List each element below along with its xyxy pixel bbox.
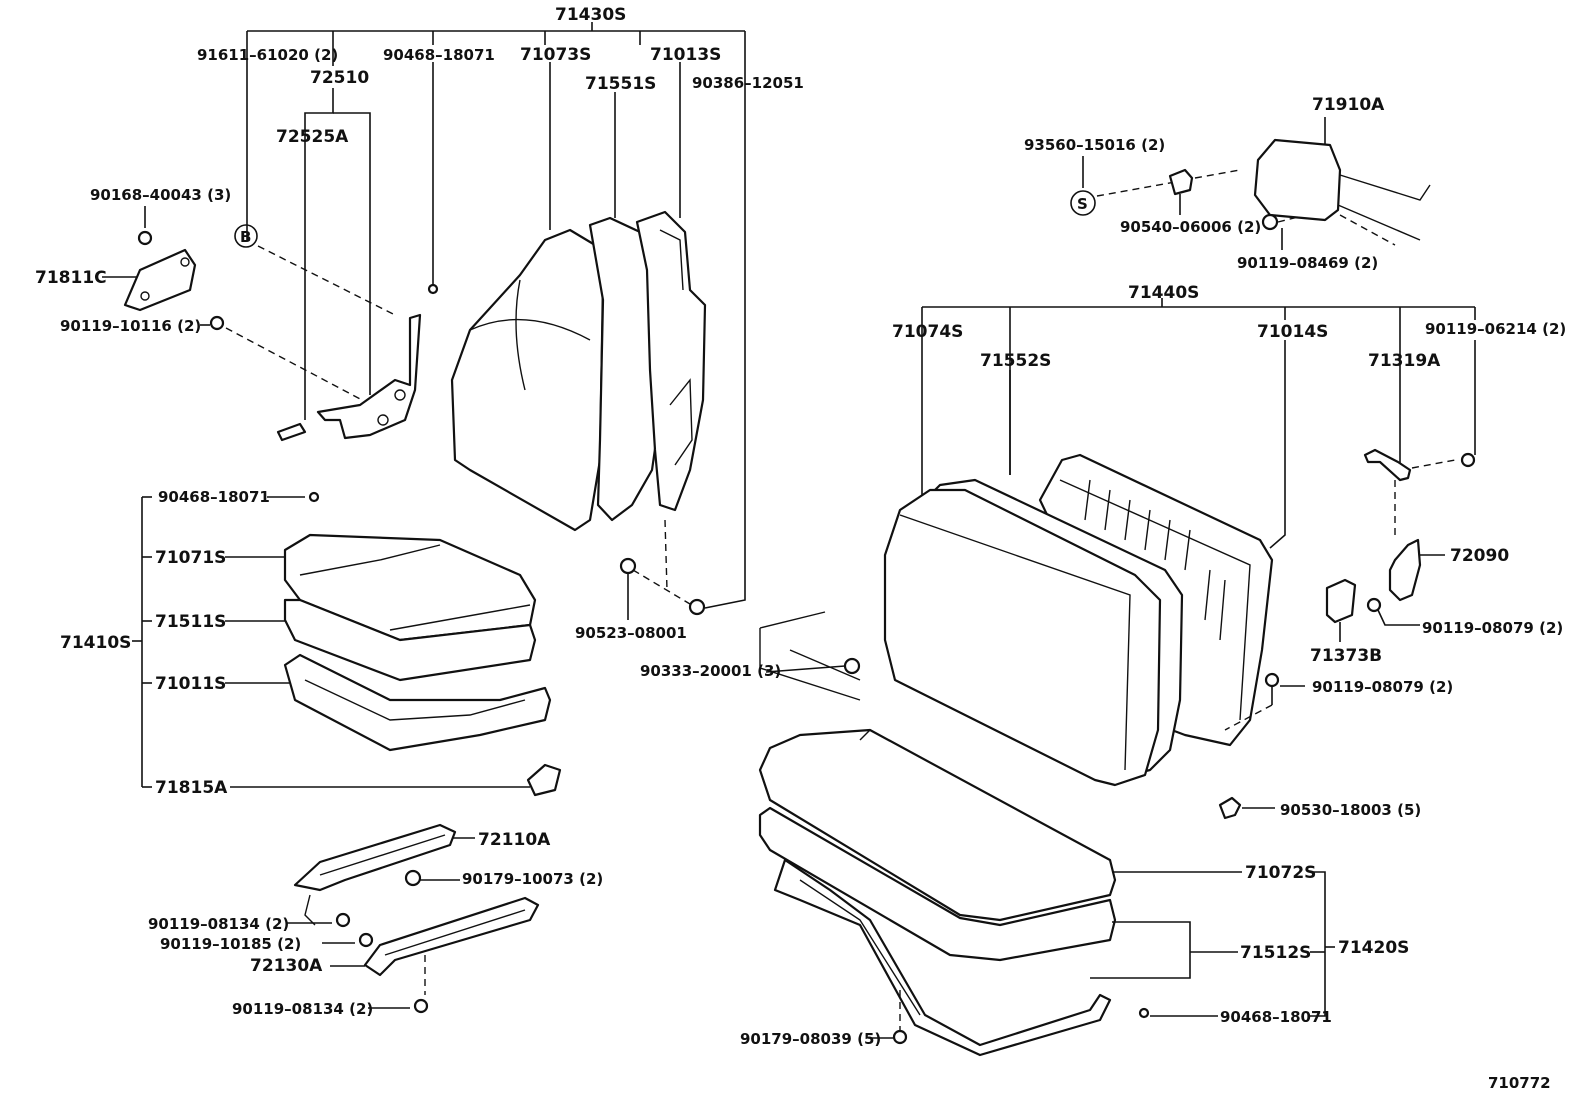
seat-frame-71011S	[283, 653, 552, 752]
label-90468-18071-bot: 90468–18071	[1220, 1008, 1332, 1026]
leader-lines-71420S	[1090, 871, 1335, 1017]
clip-90468-bot-icon	[1138, 1007, 1150, 1019]
bolt-90119-08134-a-icon	[335, 912, 351, 928]
label-S: S	[1077, 195, 1088, 213]
seatback-frame-71013S	[635, 210, 707, 512]
bolt-90119-06214-icon	[1460, 452, 1476, 468]
leader-lines-71410S	[132, 496, 530, 788]
nut-90179-10073-icon	[404, 869, 422, 887]
seatback-pad-71551S	[588, 216, 664, 522]
headrest-71910A	[1253, 138, 1342, 222]
label-72110A: 72110A	[478, 830, 551, 850]
label-93560-15016: 93560–15016 (2)	[1024, 136, 1165, 154]
label-72525A: 72525A	[276, 127, 349, 147]
label-B: B	[240, 228, 251, 246]
label-71073S: 71073S	[520, 45, 591, 65]
label-71410S: 71410S	[60, 633, 131, 653]
label-90119-10185: 90119–10185 (2)	[160, 935, 301, 953]
clip-90468-top-icon	[427, 283, 439, 295]
label-72090: 72090	[1450, 546, 1509, 566]
label-90530-18003: 90530–18003 (5)	[1280, 801, 1421, 819]
nut-90386-icon	[688, 598, 706, 616]
label-710772: 710772	[1488, 1074, 1551, 1092]
label-90168-40043: 90168–40043 (3)	[90, 186, 231, 204]
seat-track-72130A	[363, 896, 540, 977]
label-71552S: 71552S	[980, 351, 1051, 371]
label-90468-18071-top: 90468–18071	[383, 46, 495, 64]
bench-frame-71012S	[773, 858, 1112, 1057]
label-71511S: 71511S	[155, 612, 226, 632]
label-90540-06006: 90540–06006 (2)	[1120, 218, 1261, 236]
label-71074S: 71074S	[892, 322, 963, 342]
label-90523-08001: 90523–08001	[575, 624, 687, 642]
callout-s-circle	[1070, 190, 1096, 216]
label-90179-08039: 90179–08039 (5)	[740, 1030, 881, 1048]
hinge-72090-icon	[1388, 538, 1422, 602]
label-71430S: 71430S	[555, 5, 626, 25]
label-90333-20001: 90333–20001 (3)	[640, 662, 781, 680]
label-90119-10116: 90119–10116 (2)	[60, 317, 201, 335]
label-71815A: 71815A	[155, 778, 228, 798]
label-71072S: 71072S	[1245, 863, 1316, 883]
floor-member	[759, 611, 826, 629]
label-90119-08469: 90119–08469 (2)	[1237, 254, 1378, 272]
leader-lines-71430S	[246, 22, 746, 609]
seat-pad-71511S	[283, 598, 537, 682]
nut-90530-icon	[1218, 796, 1242, 820]
label-72130A: 72130A	[250, 956, 323, 976]
callout-b-circle	[234, 224, 258, 248]
grommet-90540-icon	[1168, 168, 1194, 196]
bolt-90119-10116-icon	[209, 315, 225, 331]
label-71910A: 71910A	[1312, 95, 1385, 115]
bolt-90168-icon	[137, 230, 153, 246]
label-71373B: 71373B	[1310, 646, 1382, 666]
clip-90468-mid-icon	[308, 491, 320, 503]
bolt-90119-08079-b-icon	[1264, 672, 1280, 688]
bolt-90119-08079-a-icon	[1366, 597, 1382, 613]
hinge-71319A-icon	[1363, 448, 1412, 482]
label-91611-61020: 91611–61020 (2)	[197, 46, 338, 64]
bolt-90119-08134-b-icon	[413, 998, 429, 1014]
leader-lines-71440S	[921, 298, 1476, 549]
label-71013S: 71013S	[650, 45, 721, 65]
label-71811C: 71811C	[35, 268, 107, 288]
label-71014S: 71014S	[1257, 322, 1328, 342]
benchback-cover-71074S	[883, 488, 1162, 787]
seatback-cover-71073S	[450, 228, 605, 532]
label-71551S: 71551S	[585, 74, 656, 94]
recliner-72510-icon	[316, 313, 422, 440]
label-71440S: 71440S	[1128, 283, 1199, 303]
seat-cover-71071S	[283, 533, 537, 642]
bolt-90119-10185-icon	[358, 932, 374, 948]
label-72510: 72510	[310, 68, 369, 88]
lever-cap-72525A-icon	[276, 422, 307, 442]
label-71071S: 71071S	[155, 548, 226, 568]
nut-90523-icon	[619, 557, 637, 575]
label-71011S: 71011S	[155, 674, 226, 694]
label-90119-08079-a: 90119–08079 (2)	[1422, 619, 1563, 637]
label-90119-06214: 90119–06214 (2)	[1425, 320, 1566, 338]
label-90386-12051: 90386–12051	[692, 74, 804, 92]
label-71319A: 71319A	[1368, 351, 1441, 371]
cover-71373B-icon	[1325, 578, 1357, 624]
label-90179-10073: 90179–10073 (2)	[462, 870, 603, 888]
label-90119-08134-a: 90119–08134 (2)	[148, 915, 289, 933]
bolt-90119-08469-icon	[1261, 213, 1279, 231]
nut-90179-08039-icon	[892, 1029, 908, 1045]
knob-71815A-icon	[526, 763, 562, 797]
bolt-90333-icon	[843, 657, 861, 675]
label-90468-18071-mid: 90468–18071	[158, 488, 270, 506]
label-90119-08134-b: 90119–08134 (2)	[232, 1000, 373, 1018]
bracket-71811C-icon	[123, 248, 197, 312]
bench-pad-71512S	[758, 806, 1117, 962]
label-71512S: 71512S	[1240, 943, 1311, 963]
label-71420S: 71420S	[1338, 938, 1409, 958]
label-90119-08079-b: 90119–08079 (2)	[1312, 678, 1453, 696]
bench-cover-71072S	[758, 728, 1117, 922]
